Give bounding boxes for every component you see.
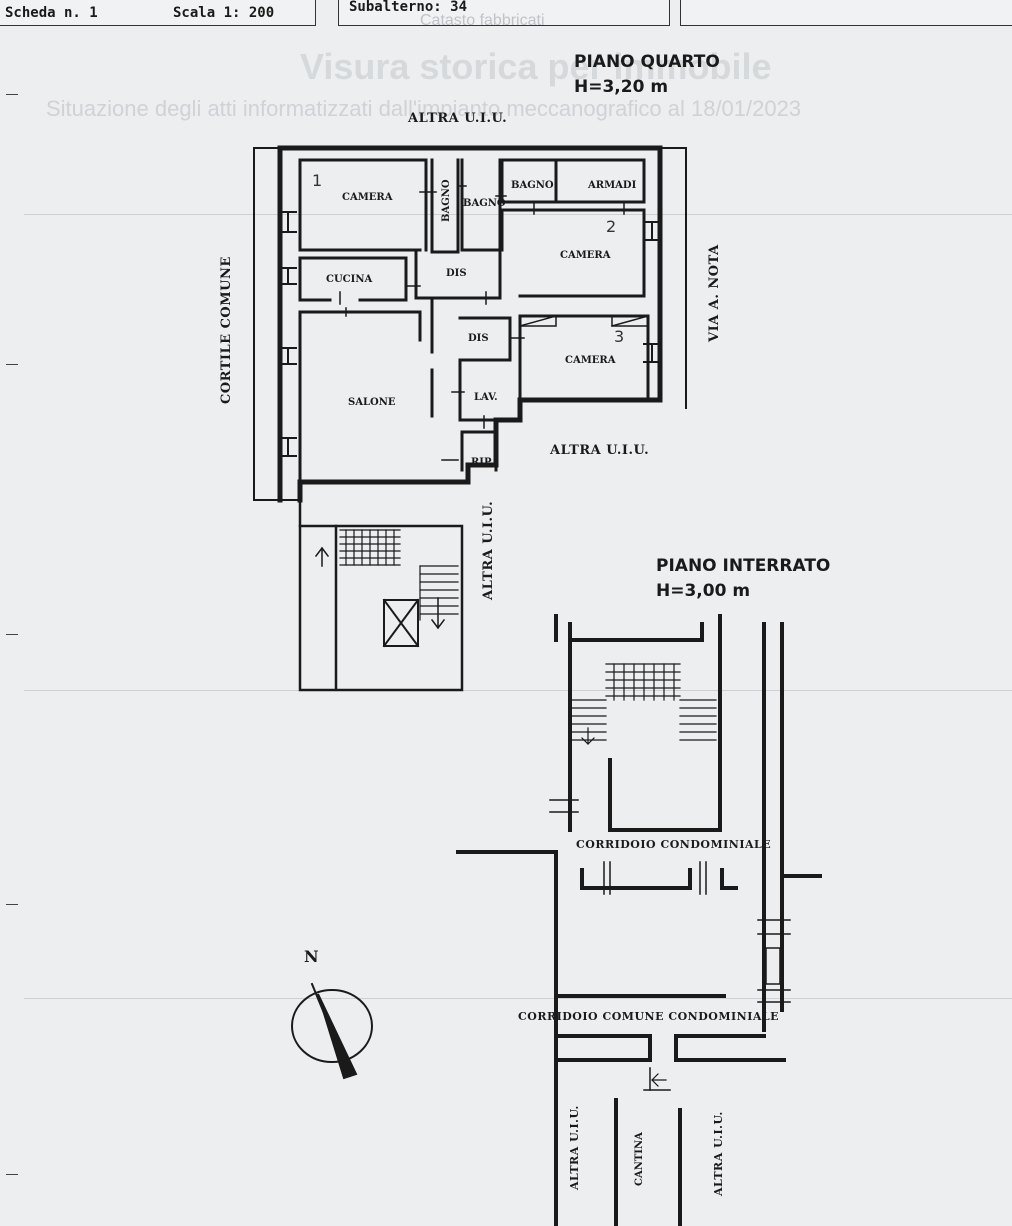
room-label-camera-2: CAMERA — [560, 250, 611, 261]
room-label-dis-2: DIS — [468, 333, 489, 344]
north-compass — [291, 982, 373, 1080]
wardrobe-symbol — [519, 315, 649, 327]
handwritten-number: 2 — [606, 217, 616, 236]
margin-tick — [6, 1174, 18, 1175]
stair-treads — [339, 529, 459, 621]
label-altra-uiu-top: ALTRA U.I.U. — [407, 111, 507, 126]
margin-tick — [6, 364, 18, 365]
label-altra-uiu-base-left: ALTRA U.I.U. — [568, 1105, 581, 1191]
right-header-box — [680, 0, 1012, 26]
subalterno-box: Subalterno: 34 — [338, 0, 670, 26]
upper-floor-height: H=3,20 m — [574, 77, 669, 97]
label-corridoio-condominiale: CORRIDOIO CONDOMINIALE — [576, 838, 771, 851]
label-corridoio-comune: CORRIDOIO COMUNE CONDOMINIALE — [518, 1010, 779, 1023]
room-label-salone: SALONE — [348, 397, 396, 408]
subalterno-label: Subalterno: 34 — [349, 0, 468, 15]
room-label-bagno-3: BAGNO — [511, 180, 554, 191]
basement-floor-label: PIANO INTERRATO H=3,00 m — [656, 554, 830, 604]
label-altra-uiu-right: ALTRA U.I.U. — [549, 443, 649, 458]
upper-floor-label: PIANO QUARTO H=3,20 m — [574, 50, 720, 100]
margin-tick — [6, 904, 18, 905]
basement-stairs — [571, 663, 717, 1087]
background-rule — [24, 690, 1012, 691]
stairwell — [298, 498, 464, 692]
background-rule — [24, 998, 1012, 999]
background-subtitle: Situazione degli atti informatizzati dal… — [46, 96, 802, 121]
room-label-bagno-1: BAGNO — [441, 179, 452, 222]
scheda-box: Scheda n. 1 Scala 1: 200 — [0, 0, 316, 26]
basement-doors — [549, 799, 791, 1091]
basement-floor-name: PIANO INTERRATO — [656, 556, 831, 576]
scale-label: Scala 1: 200 — [173, 5, 275, 21]
room-label-dis-1: DIS — [446, 268, 467, 279]
interior-walls — [298, 158, 650, 484]
label-via: VIA A. NOTA — [707, 244, 722, 343]
room-label-lav: LAV. — [474, 392, 498, 403]
handwritten-number: 3 — [614, 327, 624, 346]
background-title: Visura storica per immobile — [300, 46, 772, 87]
background-rule — [24, 214, 1012, 215]
window — [279, 211, 661, 457]
label-altra-uiu-base-right: ALTRA U.I.U. — [712, 1111, 725, 1197]
room-label-bagno-2: BAGNO — [463, 198, 506, 209]
header-strip: Scheda n. 1 Scala 1: 200 Subalterno: 34 — [0, 0, 1012, 26]
room-label-camera-3: CAMERA — [565, 355, 616, 366]
elevator-shaft — [382, 598, 420, 648]
upper-floor-name: PIANO QUARTO — [574, 52, 720, 72]
margin-tick — [6, 94, 18, 95]
room-label-cucina: CUCINA — [326, 274, 372, 285]
basement-walls — [456, 614, 822, 1226]
entrance-arrow — [314, 546, 446, 630]
margin-tick — [6, 634, 18, 635]
door-opening — [339, 185, 625, 461]
room-label-cantina: CANTINA — [634, 1132, 645, 1186]
room-label-camera-1: CAMERA — [342, 192, 393, 203]
lot-boundary — [253, 147, 301, 501]
label-cortile-comune: CORTILE COMUNE — [219, 256, 234, 404]
background-stamp: Catasto fabbricati — [420, 12, 545, 29]
scheda-number: Scheda n. 1 — [5, 5, 98, 21]
basement-floor-height: H=3,00 m — [656, 581, 751, 601]
room-label-rip: RIP — [471, 457, 492, 468]
room-label-armadi: ARMADI — [587, 180, 637, 191]
label-altra-uiu-stairs: ALTRA U.I.U. — [481, 501, 496, 601]
compass-north-label: N — [304, 947, 319, 966]
handwritten-number: 1 — [312, 171, 322, 190]
